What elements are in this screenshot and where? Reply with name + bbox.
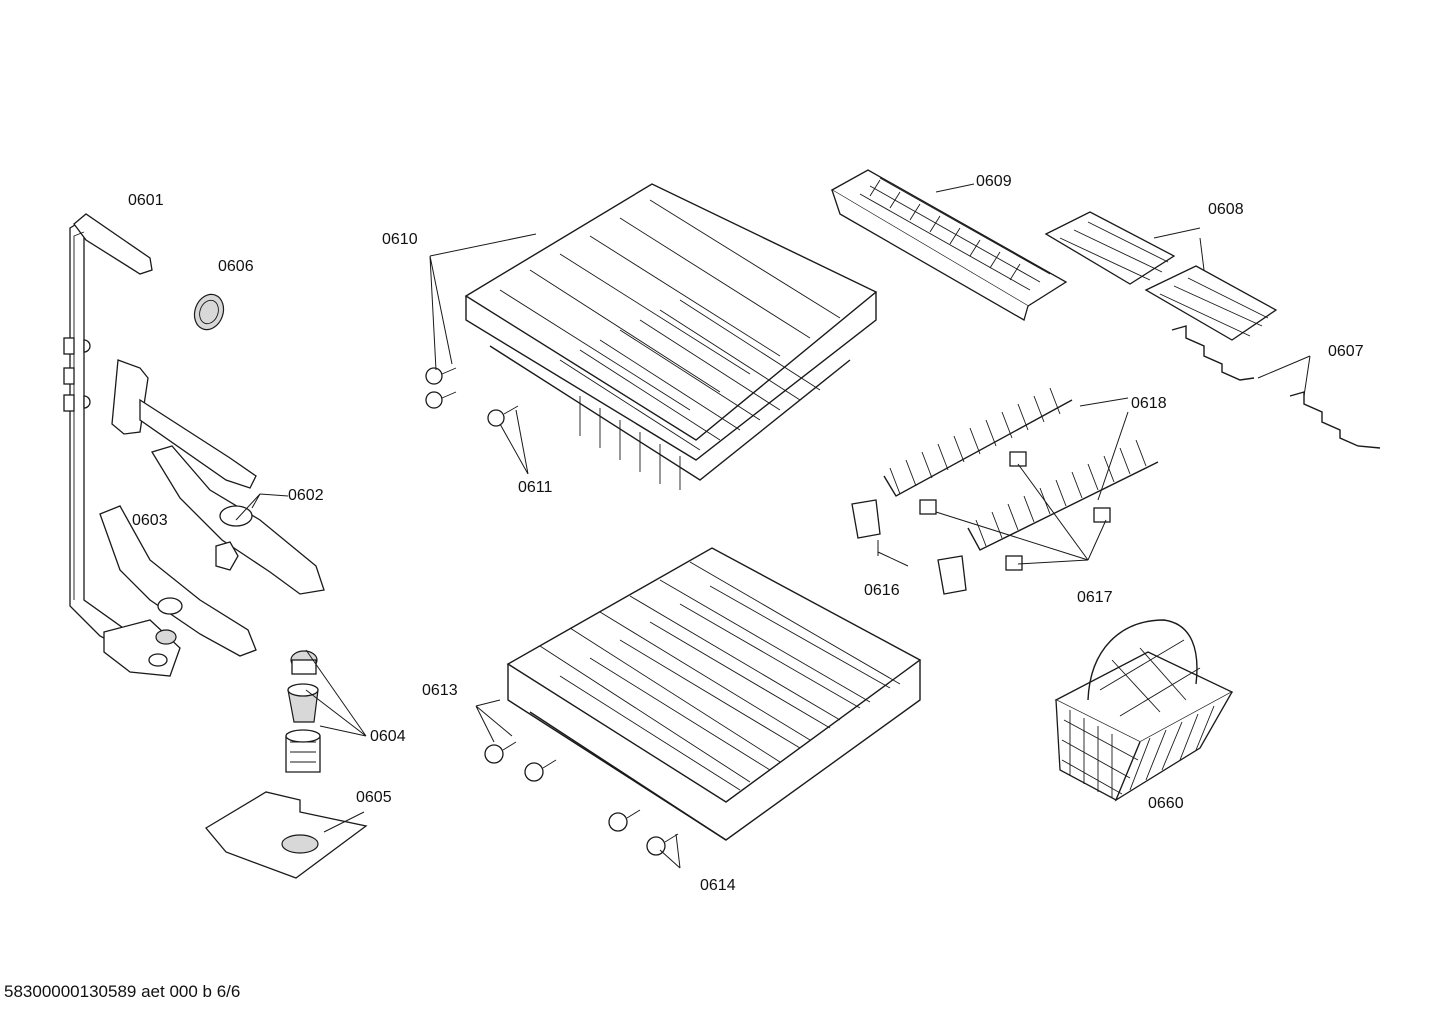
part-label-0616: 0616 bbox=[864, 582, 900, 599]
part-label-0613: 0613 bbox=[422, 682, 458, 699]
clip-part bbox=[919, 451, 1111, 571]
lower-basket-rollers-part bbox=[484, 741, 679, 856]
leader-lines bbox=[235, 183, 1311, 869]
lower-spray-arm-part bbox=[99, 505, 257, 657]
part-label-0660: 0660 bbox=[1148, 795, 1184, 812]
part-label-0602: 0602 bbox=[288, 487, 324, 504]
part-label-0614: 0614 bbox=[700, 877, 736, 894]
part-label-0611: 0611 bbox=[518, 479, 553, 496]
part-label-0607: 0607 bbox=[1328, 343, 1364, 360]
upper-basket-rollers-part bbox=[425, 367, 519, 427]
cup-rack-part bbox=[1044, 211, 1278, 341]
part-label-0608: 0608 bbox=[1208, 201, 1244, 218]
micro-filter-part bbox=[205, 791, 368, 879]
upper-spray-arm-part bbox=[111, 359, 325, 595]
cap-part bbox=[193, 293, 225, 331]
upper-basket-part bbox=[464, 183, 878, 490]
lower-basket-part bbox=[506, 547, 922, 841]
part-label-0601: 0601 bbox=[128, 192, 164, 209]
holder-part bbox=[851, 499, 967, 595]
filter-set-part bbox=[285, 650, 321, 773]
part-label-0609: 0609 bbox=[976, 173, 1012, 190]
part-label-0603: 0603 bbox=[132, 512, 168, 529]
part-label-0605: 0605 bbox=[356, 789, 392, 806]
document-id-footer: 58300000130589 aet 000 b 6/6 bbox=[4, 982, 241, 1001]
part-label-0610: 0610 bbox=[382, 231, 418, 248]
cutlery-tray-part bbox=[830, 169, 1068, 321]
part-label-0617: 0617 bbox=[1077, 589, 1113, 606]
cutlery-basket-part bbox=[1054, 619, 1234, 802]
part-label-0606: 0606 bbox=[218, 258, 254, 275]
part-label-0618: 0618 bbox=[1131, 395, 1167, 412]
tine-strip-part bbox=[883, 387, 1159, 551]
part-label-0604: 0604 bbox=[370, 728, 406, 745]
spray-pipe-part bbox=[63, 213, 181, 677]
